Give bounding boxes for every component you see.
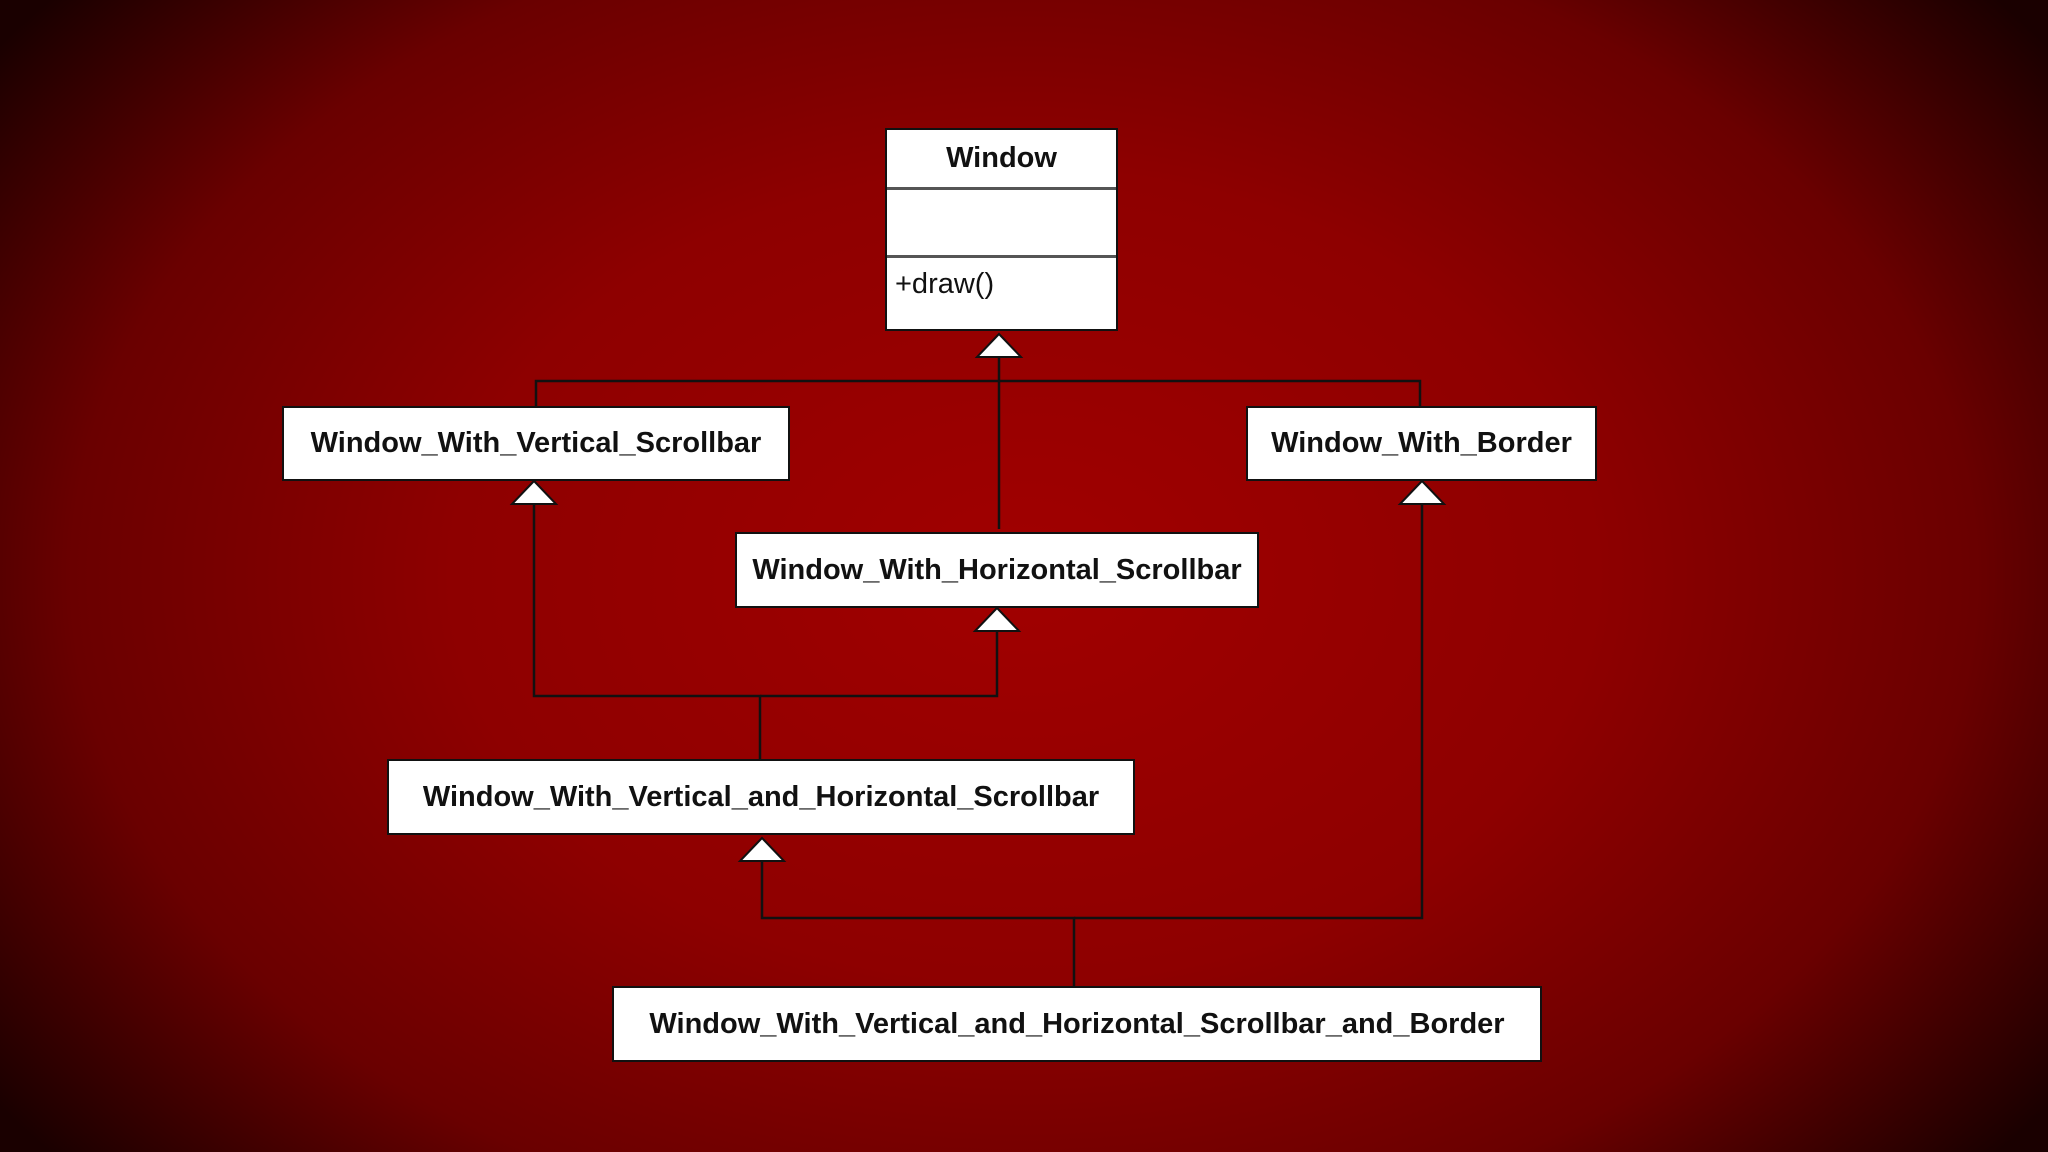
class-window-attributes [887,190,1116,258]
generalization-arrowhead [972,606,1022,632]
class-window-with-border: Window_With_Border [1246,406,1597,481]
class-window-with-vertical-and-horizontal-scrollbar: Window_With_Vertical_and_Horizontal_Scro… [387,759,1135,835]
class-window-name: Window [887,130,1116,190]
edge-border-to-window [999,379,1422,406]
edge-vertical-to-window [534,379,999,406]
class-window-with-vertical-and-horizontal-scrollbar-and-border: Window_With_Vertical_and_Horizontal_Scro… [612,986,1542,1062]
generalization-arrowhead [974,332,1024,358]
edge-vhb-to-border [1074,504,1424,920]
generalization-arrowhead [509,479,559,505]
generalization-arrowhead [737,836,787,862]
edge-vh-to-vertical [532,504,762,759]
class-window: Window +draw() [885,128,1118,331]
class-window-with-vertical-scrollbar: Window_With_Vertical_Scrollbar [282,406,790,481]
generalization-arrowhead [1397,479,1447,505]
class-window-with-horizontal-scrollbar: Window_With_Horizontal_Scrollbar [735,532,1259,608]
class-window-operation: +draw() [895,268,995,300]
edge-vhb-to-vh [760,861,1076,986]
edge-vh-to-horizontal [760,631,999,698]
